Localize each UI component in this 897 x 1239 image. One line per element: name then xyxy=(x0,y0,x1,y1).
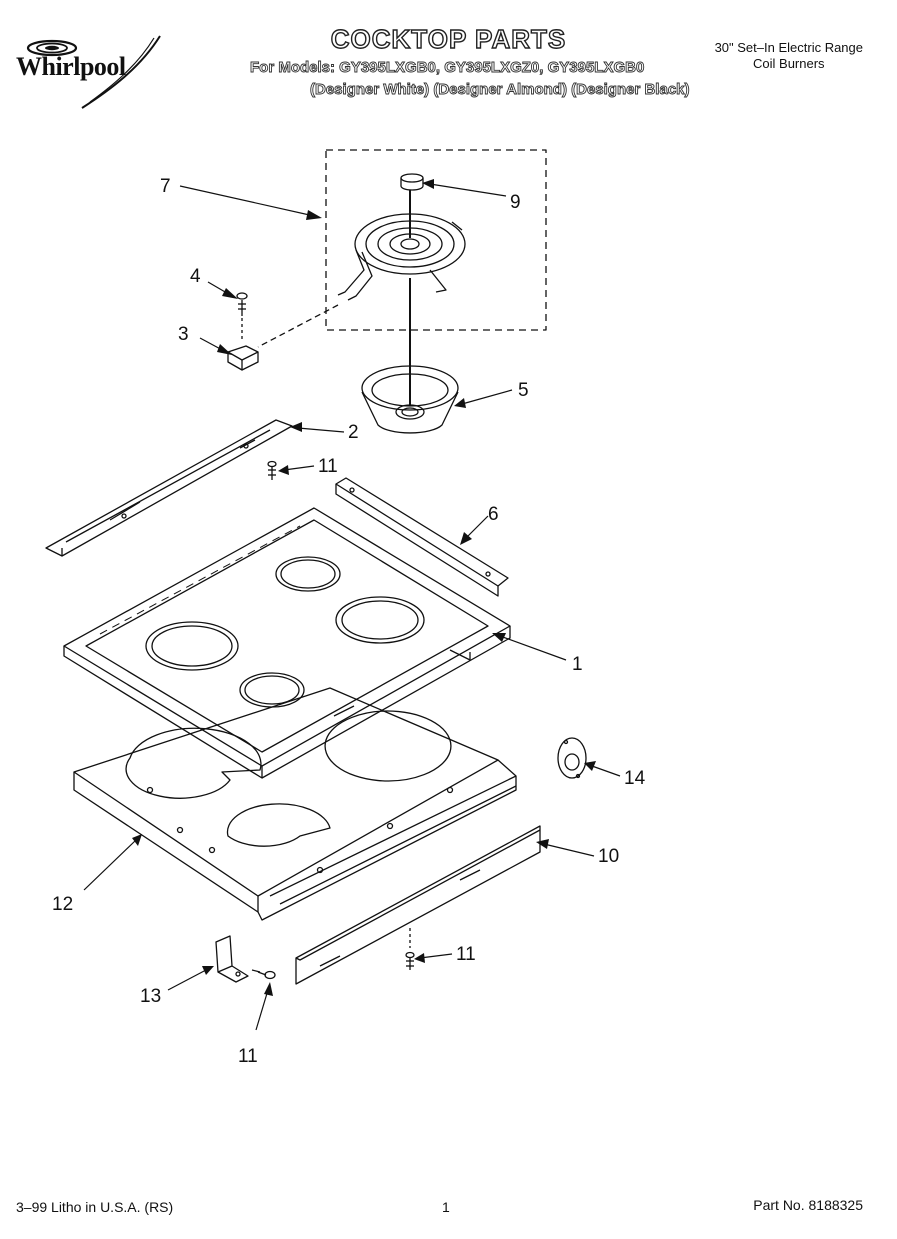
part-3-terminal-block xyxy=(227,345,259,371)
part-2-trim-strip xyxy=(45,419,293,557)
litho-note: 3–99 Litho in U.S.A. (RS) xyxy=(16,1199,174,1215)
swirl-icon xyxy=(26,35,161,109)
part-11-screw-a xyxy=(267,460,277,480)
part-5-drip-bowl xyxy=(361,365,459,434)
whirlpool-logo: Whirlpool xyxy=(12,28,192,118)
burner-type: Coil Burners xyxy=(753,56,825,71)
brand-name: Whirlpool xyxy=(16,52,126,81)
callout-11-top: 11 xyxy=(318,456,338,477)
callout-4: 4 xyxy=(190,266,201,287)
part-6-side-bracket xyxy=(335,477,509,597)
callout-13: 13 xyxy=(140,986,161,1007)
callout-3: 3 xyxy=(178,324,189,345)
callout-2: 2 xyxy=(348,422,359,443)
part-4-screw xyxy=(236,292,248,316)
callout-7: 7 xyxy=(160,176,171,197)
variants-line: (Designer White) (Designer Almond) (Desi… xyxy=(310,81,690,99)
callout-11-bottom: 11 xyxy=(238,1046,258,1067)
callout-12: 12 xyxy=(52,894,73,915)
part-10-front-panel xyxy=(295,825,541,985)
coil-element-shape xyxy=(337,190,466,301)
part-number: Part No. 8188325 xyxy=(753,1197,863,1213)
callout-5: 5 xyxy=(518,380,529,401)
range-type: 30" Set–In Electric Range xyxy=(714,40,863,55)
part-14-switch xyxy=(557,737,587,779)
callout-6: 6 xyxy=(488,504,499,525)
part-9-shape xyxy=(400,173,424,191)
part-11-screw-c xyxy=(251,969,276,980)
part-1-cooktop xyxy=(63,507,511,779)
callout-9: 9 xyxy=(510,192,521,213)
models-line: For Models: GY395LXGB0, GY395LXGZ0, GY39… xyxy=(250,59,645,77)
page-number: 1 xyxy=(442,1199,450,1215)
element-assembly-box xyxy=(325,149,547,331)
callout-1: 1 xyxy=(572,654,583,675)
page-title: COCKTOP PARTS xyxy=(330,23,567,54)
callout-10: 10 xyxy=(598,846,619,867)
range-description: 30" Set–In Electric Range Coil Burners xyxy=(715,40,863,72)
part-11-screw-b xyxy=(405,928,415,970)
dashed-leader xyxy=(257,304,339,348)
part-13-bracket xyxy=(215,935,249,983)
callout-11-mid: 11 xyxy=(456,944,476,965)
callout-14: 14 xyxy=(624,768,646,789)
part-12-burner-box xyxy=(73,687,517,921)
